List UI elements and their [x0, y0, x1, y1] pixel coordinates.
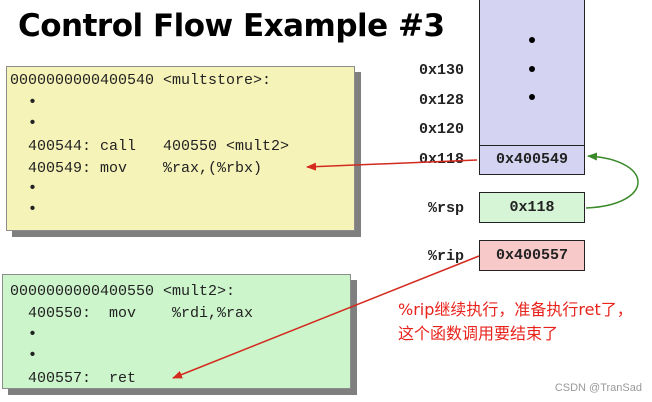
code-line-header: 0000000000400550 <mult2>:	[10, 283, 236, 300]
code-line-mov: 400549: mov %rax,(%rbx)	[10, 160, 263, 177]
rsp-pointer-arrow	[585, 152, 639, 209]
rsp-register-label: %rsp	[427, 200, 464, 217]
stack-address-label: 0x120	[418, 121, 464, 138]
stack-address-label: 0x130	[418, 62, 464, 79]
ellipsis-dot	[529, 37, 535, 43]
code-line-ellipsis: •	[10, 180, 38, 197]
code-line-ellipsis: •	[10, 115, 38, 132]
rip-pointer-arrow	[172, 255, 480, 379]
ellipsis-dot	[529, 66, 535, 72]
rip-register-label: %rip	[427, 248, 464, 265]
stack-address-label: 0x118	[418, 151, 464, 168]
rsp-register-value: 0x118	[479, 192, 585, 223]
multstore-code-box: 0000000000400540 <multstore>: • • 400544…	[6, 66, 355, 231]
annotation-text: %rip继续执行，准备执行ret了，这个函数调用要结束了	[398, 300, 633, 343]
code-line-ellipsis: •	[10, 94, 38, 111]
code-line-header: 0000000000400540 <multstore>:	[10, 72, 272, 89]
watermark: CSDN @TranSad	[554, 382, 642, 394]
stack-address-label: 0x128	[418, 92, 464, 109]
code-line-ret: 400557: ret	[10, 370, 137, 387]
code-line-ellipsis: •	[10, 201, 38, 218]
code-line-mov: 400550: mov %rdi,%rax	[10, 305, 254, 322]
stack-column	[479, 0, 585, 146]
return-address-arrow	[306, 159, 478, 171]
slide-title: Control Flow Example #3	[18, 8, 445, 44]
code-line-ellipsis: •	[10, 326, 38, 343]
mult2-code-box: 0000000000400550 <mult2>: 400550: mov %r…	[2, 274, 351, 389]
ellipsis-dot	[529, 94, 535, 100]
rip-register-value: 0x400557	[479, 240, 585, 271]
code-line-call: 400544: call 400550 <mult2>	[10, 138, 290, 155]
code-line-ellipsis: •	[10, 347, 38, 364]
stack-top-cell: 0x400549	[479, 145, 585, 175]
